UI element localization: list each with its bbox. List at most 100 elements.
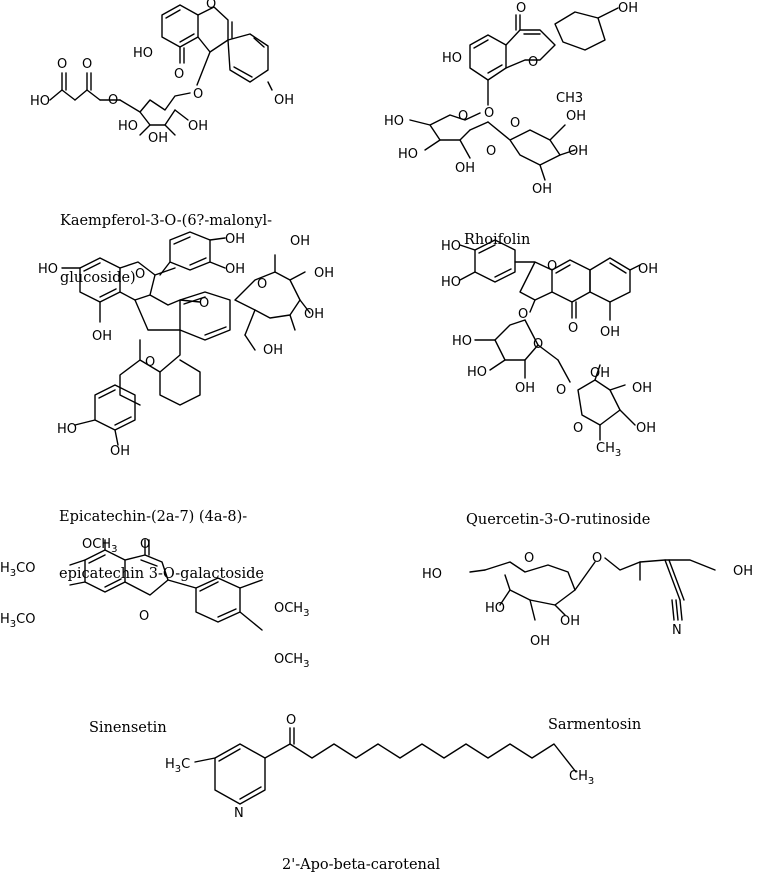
caption-line: epicatechin 3-O-galactoside <box>59 566 264 582</box>
atom-label: CH3 <box>569 769 594 787</box>
atom-label-subscript: 3 <box>303 608 309 619</box>
atom-label: H3CO <box>0 612 35 630</box>
atom-label: O <box>484 106 494 121</box>
compound-caption-apo-carotenal: 2'-Apo-beta-carotenal <box>282 818 440 894</box>
atom-label-subscript: 3 <box>303 659 309 670</box>
caption-line: Sarmentosin <box>548 717 642 733</box>
atom-label: O <box>108 93 118 108</box>
atom-label: O <box>140 537 150 552</box>
atom-label: O <box>193 87 203 102</box>
atom-label: O <box>547 259 557 274</box>
atom-label: OH <box>225 262 245 277</box>
quercetin-rutinoside-structure: HO HO O OH O O OH O HO HO OH O OH OH OH … <box>441 239 658 459</box>
atom-label: OH <box>632 381 652 396</box>
atom-label: O <box>458 109 468 124</box>
atom-label: HO <box>57 422 77 437</box>
atom-label: OH <box>618 1 638 16</box>
atom-label: O <box>518 307 528 322</box>
atom-label: OCH3 <box>274 601 309 619</box>
atom-label: OH <box>566 109 586 124</box>
atom-label: OH <box>225 232 245 247</box>
atom-label-subscript: 3 <box>10 568 16 579</box>
atom-label: OCH3 <box>82 537 117 555</box>
atom-label-rest: CO <box>16 612 35 627</box>
atom-label: O <box>139 609 149 624</box>
caption-line: 2'-Apo-beta-carotenal <box>282 857 441 873</box>
atom-label: O <box>573 421 583 436</box>
atom-label: HO <box>398 147 418 162</box>
atom-label: HO <box>441 275 461 290</box>
atom-label-main: OCH <box>82 537 111 552</box>
atom-label: O <box>286 713 296 728</box>
atom-label: OH <box>148 131 168 146</box>
atom-label: O <box>257 277 267 292</box>
atom-label: OH <box>314 266 334 281</box>
atom-label: OH <box>560 614 580 629</box>
atom-label: HO <box>38 262 58 277</box>
atom-label: CH3 <box>596 441 621 459</box>
rhoifolin-structure: O OH HO O O CH3 HO O O O HO OH OH OH OH <box>384 1 638 197</box>
atom-label: H3C <box>165 757 190 775</box>
caption-line: Quercetin-3-O-rutinoside <box>466 512 651 528</box>
atom-label: O <box>592 551 602 566</box>
atom-label-rest: C <box>181 757 190 772</box>
apo-beta-carotenal-structure: H3C O CH3 N <box>165 713 594 821</box>
compound-caption-sinensetin: Sinensetin <box>89 681 167 757</box>
atom-label: OH <box>515 381 535 396</box>
atom-label: HO <box>422 567 442 582</box>
atom-label: H3CO <box>0 561 35 579</box>
atom-label-subscript: 3 <box>615 448 621 459</box>
atom-label: OH <box>600 325 620 340</box>
compound-caption-quercetin: Quercetin-3-O-rutinoside <box>466 473 650 549</box>
atom-label: HO <box>441 239 461 254</box>
atom-label: O <box>510 116 520 131</box>
atom-label: CH3 <box>556 91 583 106</box>
compound-caption-kaempferol: Kaempferol-3-O-(6?-malonyl- glucoside) <box>60 174 272 307</box>
atom-label: OH <box>568 144 588 159</box>
sarmentosin-structure: HO O O OH HO OH OH N <box>422 551 753 649</box>
sinensetin-structure: OCH3 O H3CO H3CO O OCH3 OCH3 <box>0 537 309 670</box>
atom-label: HO <box>118 119 138 134</box>
atom-label: OH <box>638 262 658 277</box>
atom-label-subscript: 3 <box>175 764 181 775</box>
atom-label: OH <box>530 634 550 649</box>
atom-label: OH <box>274 93 294 108</box>
atom-label: HO <box>442 51 462 66</box>
atom-label: O <box>533 337 543 352</box>
atom-label: N <box>234 806 244 821</box>
atom-label: OH <box>455 161 475 176</box>
atom-label: OH <box>263 343 283 358</box>
kaempferol-malonylglucoside-structure: HO O O O OH O O HO O HO OH OH <box>30 0 294 146</box>
atom-label: OH <box>636 421 656 436</box>
atom-label: HO <box>467 365 487 380</box>
atom-label: OCH3 <box>274 652 309 670</box>
atom-label: O <box>486 144 496 159</box>
atom-label-main: H <box>0 612 10 627</box>
caption-line: glucoside) <box>60 270 136 286</box>
atom-label: OH <box>92 329 112 344</box>
atom-label: HO <box>452 334 472 349</box>
atom-label: O <box>206 0 216 12</box>
atom-label-main: OCH <box>274 601 303 616</box>
atom-label: OH <box>304 307 324 322</box>
atom-label: HO <box>133 46 153 61</box>
atom-label-main: OCH <box>274 652 303 667</box>
epicatechin-galactoside-structure: OH OH HO O O OH O OH OH OH OH O HO OH <box>38 231 334 459</box>
atom-label-main: CH <box>596 441 615 456</box>
atom-label-subscript: 3 <box>111 544 117 555</box>
atom-label: HO <box>485 601 505 616</box>
atom-label: O <box>528 55 538 70</box>
caption-line: Sinensetin <box>89 720 167 736</box>
atom-label-rest: CO <box>16 561 35 576</box>
compound-caption-epicatechin: Epicatechin-(2a-7) (4a-8)- epicatechin 3… <box>59 470 264 603</box>
atom-label: O <box>568 321 578 336</box>
compound-caption-sarmentosin: Sarmentosin <box>548 678 641 754</box>
atom-label-subscript: 3 <box>10 619 16 630</box>
atom-label-main: CH <box>569 769 588 784</box>
caption-line: Kaempferol-3-O-(6?-malonyl- <box>60 213 273 229</box>
atom-label: OH <box>590 366 610 381</box>
atom-label-main: H <box>165 757 175 772</box>
atom-label: O <box>524 551 534 566</box>
compound-caption-rhoifolin: Rhoifolin <box>464 193 530 269</box>
atom-label: HO <box>384 114 404 129</box>
